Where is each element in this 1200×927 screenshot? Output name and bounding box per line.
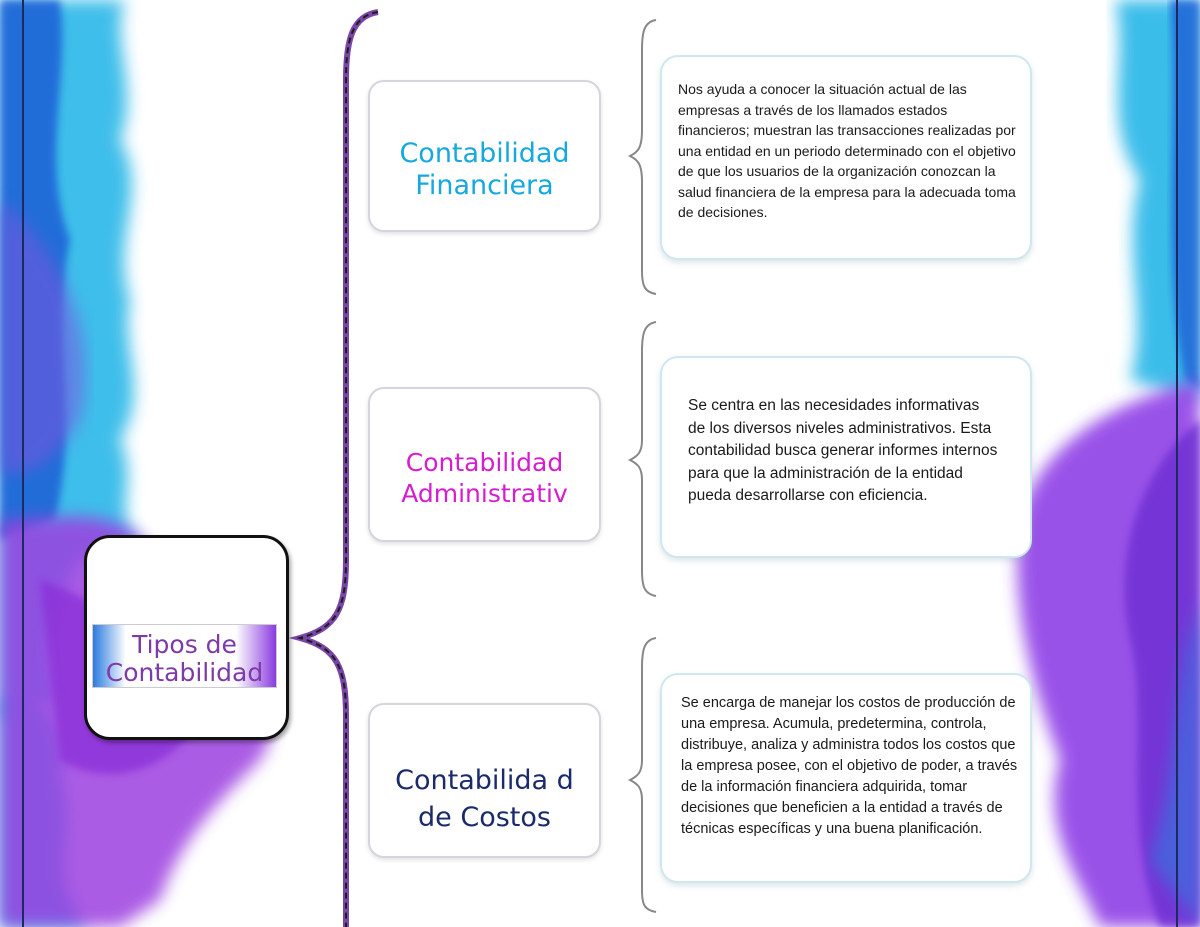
branch-costos-title: Contabilida d de Costos — [395, 765, 574, 833]
branch-administrativa-title: Contabilidad Administrativ — [401, 448, 568, 508]
root-node: Tipos de Contabilidad — [84, 535, 289, 740]
left-border-line — [22, 0, 24, 927]
brace-administrativa — [627, 321, 657, 597]
brace-financiera — [627, 19, 657, 295]
branch-administrativa: Contabilidad Administrativ — [368, 387, 601, 542]
desc-financiera: Nos ayuda a conocer la situación actual … — [660, 55, 1032, 260]
desc-administrativa-text: Se centra en las necesidades informativa… — [688, 397, 998, 504]
desc-costos-text: Se encarga de manejar los costos de prod… — [681, 695, 1018, 837]
desc-financiera-text: Nos ayuda a conocer la situación actual … — [678, 81, 1016, 220]
branch-financiera-title: Contabilidad Financiera — [399, 138, 570, 201]
right-border-line — [1176, 0, 1178, 927]
brace-costos — [627, 637, 657, 913]
desc-costos: Se encarga de manejar los costos de prod… — [660, 673, 1032, 883]
root-label: Tipos de Contabilidad — [105, 630, 264, 687]
branch-financiera: Contabilidad Financiera — [368, 80, 601, 232]
branch-costos: Contabilida d de Costos — [368, 703, 601, 858]
desc-administrativa: Se centra en las necesidades informativa… — [660, 356, 1032, 558]
main-brace — [288, 9, 379, 927]
root-label-box: Tipos de Contabilidad — [92, 624, 277, 688]
